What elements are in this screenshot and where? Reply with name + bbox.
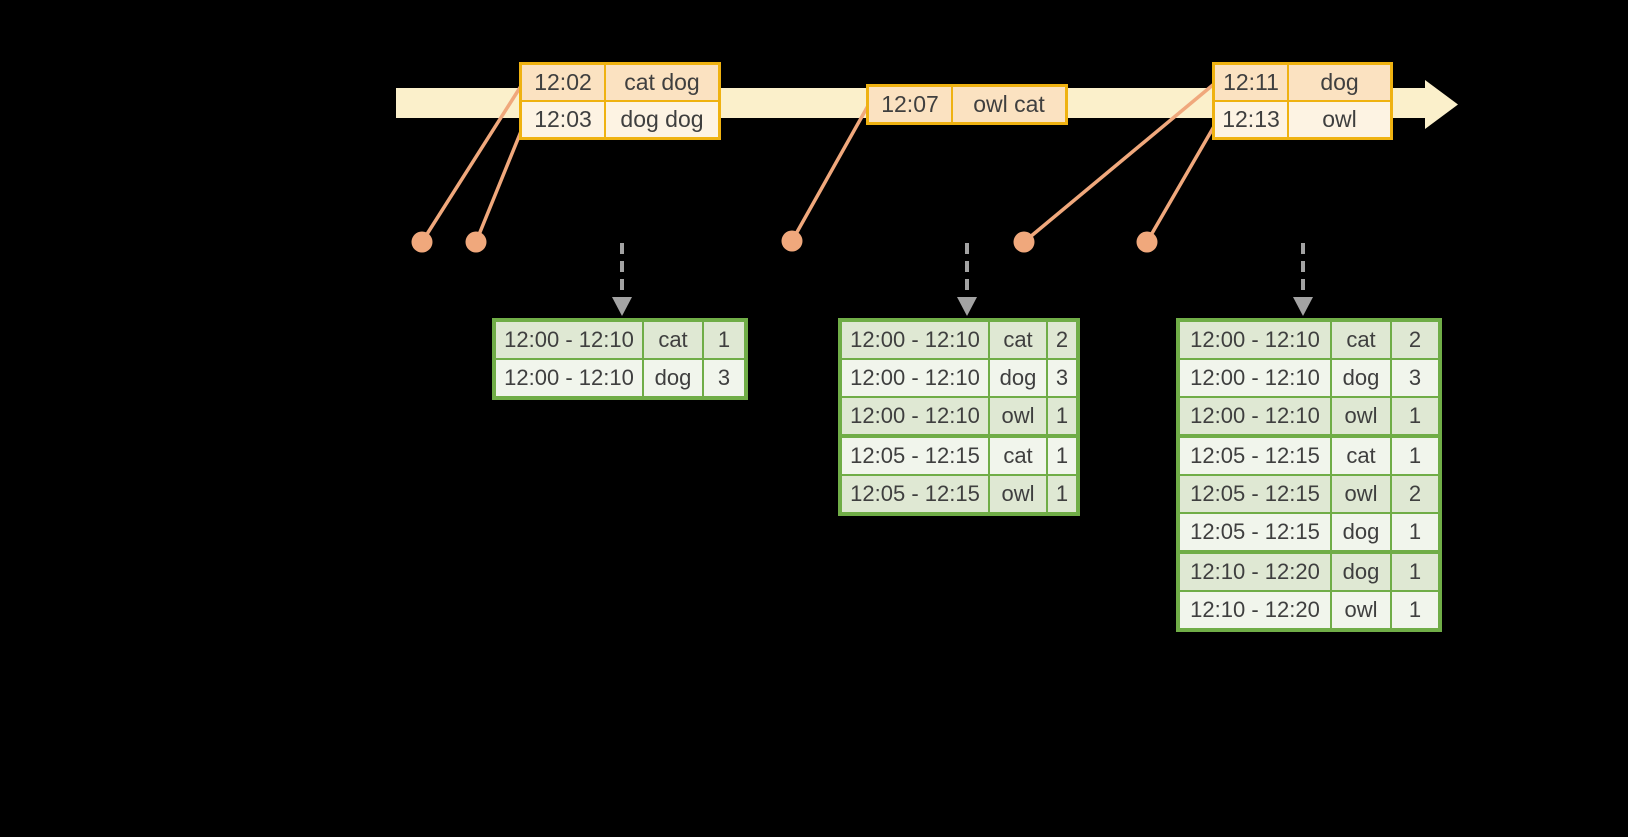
result-row: 12:10 - 12:20 owl 1: [1180, 592, 1438, 628]
window-cell: 12:05 - 12:15: [1180, 514, 1330, 550]
result-row: 12:00 - 12:10 cat 1: [496, 322, 744, 358]
window-cell: 12:05 - 12:15: [1180, 438, 1330, 474]
word-cell: dog: [1332, 360, 1390, 396]
event-row: 12:07 owl cat: [869, 87, 1065, 122]
count-cell: 3: [704, 360, 744, 396]
count-cell: 3: [1392, 360, 1438, 396]
count-cell: 1: [1392, 438, 1438, 474]
word-cell: cat: [644, 322, 702, 358]
word-cell: cat: [990, 322, 1046, 358]
event-table-1: 12:02 cat dog 12:03 dog dog: [519, 62, 721, 140]
result-row: 12:00 - 12:10 dog 3: [1180, 360, 1438, 396]
event-time-cell: 12:07: [869, 87, 951, 122]
window-cell: 12:10 - 12:20: [1180, 592, 1330, 628]
result-table-1: 12:00 - 12:10 cat 1 12:00 - 12:10 dog 3: [492, 318, 748, 400]
result-row: 12:05 - 12:15 owl 2: [1180, 476, 1438, 512]
count-cell: 1: [1392, 398, 1438, 434]
event-words-cell: owl: [1289, 102, 1390, 137]
event-table-2: 12:07 owl cat: [866, 84, 1068, 125]
window-cell: 12:00 - 12:10: [1180, 322, 1330, 358]
count-cell: 1: [1392, 514, 1438, 550]
connector-line: [1022, 82, 1216, 244]
event-dot: [781, 230, 803, 252]
word-cell: owl: [1332, 398, 1390, 434]
count-cell: 3: [1048, 360, 1076, 396]
event-words-cell: dog: [1289, 65, 1390, 100]
count-cell: 1: [1392, 554, 1438, 590]
event-dot: [1136, 231, 1158, 253]
event-words-cell: owl cat: [953, 87, 1065, 122]
word-cell: dog: [990, 360, 1046, 396]
count-cell: 1: [1048, 476, 1076, 512]
connector-line: [790, 103, 871, 242]
window-cell: 12:10 - 12:20: [1180, 554, 1330, 590]
event-row: 12:03 dog dog: [522, 102, 718, 137]
event-time-cell: 12:13: [1215, 102, 1287, 137]
event-row: 12:02 cat dog: [522, 65, 718, 100]
window-cell: 12:05 - 12:15: [1180, 476, 1330, 512]
count-cell: 2: [1392, 322, 1438, 358]
word-cell: owl: [1332, 476, 1390, 512]
count-cell: 1: [704, 322, 744, 358]
result-row: 12:05 - 12:15 cat 1: [1180, 438, 1438, 474]
event-dot: [1013, 231, 1035, 253]
word-cell: owl: [1332, 592, 1390, 628]
event-time-cell: 12:03: [522, 102, 604, 137]
count-cell: 1: [1048, 398, 1076, 434]
event-time-cell: 12:02: [522, 65, 604, 100]
window-cell: 12:05 - 12:15: [842, 476, 988, 512]
connector-line: [474, 123, 526, 243]
result-table-3: 12:00 - 12:10 cat 2 12:00 - 12:10 dog 3 …: [1176, 318, 1442, 632]
trigger-arrowhead-icon: [1293, 297, 1313, 316]
count-cell: 1: [1048, 438, 1076, 474]
result-row: 12:00 - 12:10 owl 1: [1180, 398, 1438, 434]
result-row: 12:00 - 12:10 dog 3: [496, 360, 744, 396]
result-row: 12:05 - 12:15 cat 1: [842, 438, 1076, 474]
window-cell: 12:05 - 12:15: [842, 438, 988, 474]
trigger-arrowhead-icon: [957, 297, 977, 316]
word-cell: owl: [990, 398, 1046, 434]
word-cell: dog: [1332, 514, 1390, 550]
connector-line: [420, 85, 523, 243]
window-cell: 12:00 - 12:10: [1180, 398, 1330, 434]
count-cell: 1: [1392, 592, 1438, 628]
count-cell: 2: [1048, 322, 1076, 358]
result-row: 12:00 - 12:10 cat 2: [1180, 322, 1438, 358]
word-cell: owl: [990, 476, 1046, 512]
count-cell: 2: [1392, 476, 1438, 512]
event-words-cell: cat dog: [606, 65, 718, 100]
event-row: 12:13 owl: [1215, 102, 1390, 137]
word-cell: cat: [1332, 322, 1390, 358]
word-cell: dog: [644, 360, 702, 396]
result-row: 12:05 - 12:15 dog 1: [1180, 514, 1438, 550]
result-table-2: 12:00 - 12:10 cat 2 12:00 - 12:10 dog 3 …: [838, 318, 1080, 516]
window-cell: 12:00 - 12:10: [1180, 360, 1330, 396]
window-cell: 12:00 - 12:10: [496, 322, 642, 358]
event-time-cell: 12:11: [1215, 65, 1287, 100]
trigger-arrowhead-icon: [612, 297, 632, 316]
window-cell: 12:00 - 12:10: [496, 360, 642, 396]
result-row: 12:10 - 12:20 dog 1: [1180, 554, 1438, 590]
result-row: 12:00 - 12:10 owl 1: [842, 398, 1076, 434]
event-table-3: 12:11 dog 12:13 owl: [1212, 62, 1393, 140]
window-cell: 12:00 - 12:10: [842, 322, 988, 358]
window-cell: 12:00 - 12:10: [842, 360, 988, 396]
event-dot: [465, 231, 487, 253]
result-row: 12:00 - 12:10 cat 2: [842, 322, 1076, 358]
event-dot: [411, 231, 433, 253]
result-row: 12:00 - 12:10 dog 3: [842, 360, 1076, 396]
connector-line: [1145, 122, 1218, 243]
result-row: 12:05 - 12:15 owl 1: [842, 476, 1076, 512]
word-cell: cat: [1332, 438, 1390, 474]
word-cell: cat: [990, 438, 1046, 474]
window-cell: 12:00 - 12:10: [842, 398, 988, 434]
timeline-arrowhead-icon: [1425, 80, 1458, 129]
event-words-cell: dog dog: [606, 102, 718, 137]
word-cell: dog: [1332, 554, 1390, 590]
event-row: 12:11 dog: [1215, 65, 1390, 100]
